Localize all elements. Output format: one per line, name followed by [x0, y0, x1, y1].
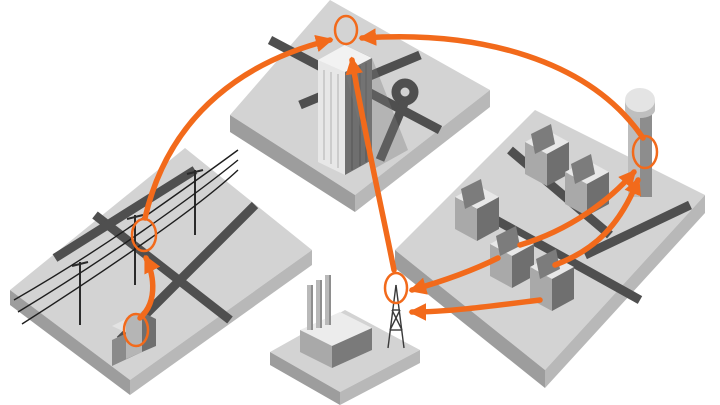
utility-transformer-icon: [112, 312, 156, 366]
tile-power-lines: [10, 148, 312, 395]
arrow-transformer-to-pole: [137, 254, 161, 321]
node-highlight-ring-icon: [122, 14, 659, 348]
factory-icon: [300, 275, 372, 368]
ring-pole: [130, 217, 158, 253]
radio-tower-icon: [387, 284, 405, 349]
arrow-pole-to-highrise: [142, 34, 334, 221]
ring-transformer: [122, 312, 150, 348]
arrow-house-to-radio-lower: [408, 297, 543, 321]
solar-panel-house-icon: [455, 124, 609, 311]
ring-highrise: [333, 14, 359, 46]
ring-radio: [383, 271, 409, 305]
arrow-water-tower-to-highrise: [358, 28, 646, 141]
arrow-house-to-radio-upper: [408, 255, 501, 295]
ring-water-tower: [631, 134, 659, 170]
connection-arrows: [137, 28, 646, 321]
arrow-house-to-water-tower-lower: [552, 176, 641, 268]
arrow-radio-to-highrise: [345, 56, 397, 273]
tile-industrial: [270, 275, 420, 405]
